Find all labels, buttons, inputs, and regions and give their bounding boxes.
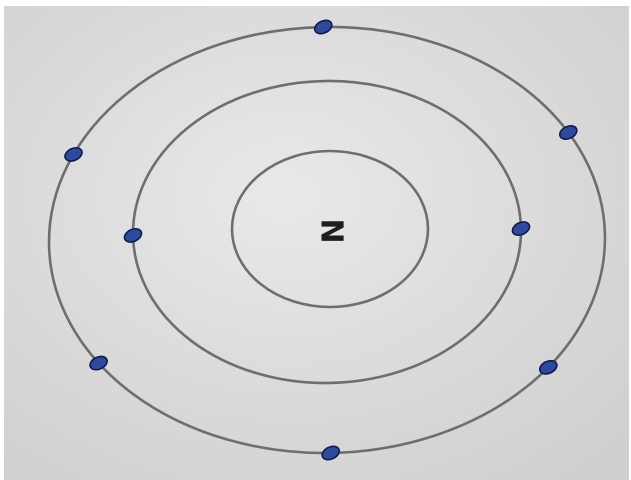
nucleus-label: N: [314, 218, 349, 243]
